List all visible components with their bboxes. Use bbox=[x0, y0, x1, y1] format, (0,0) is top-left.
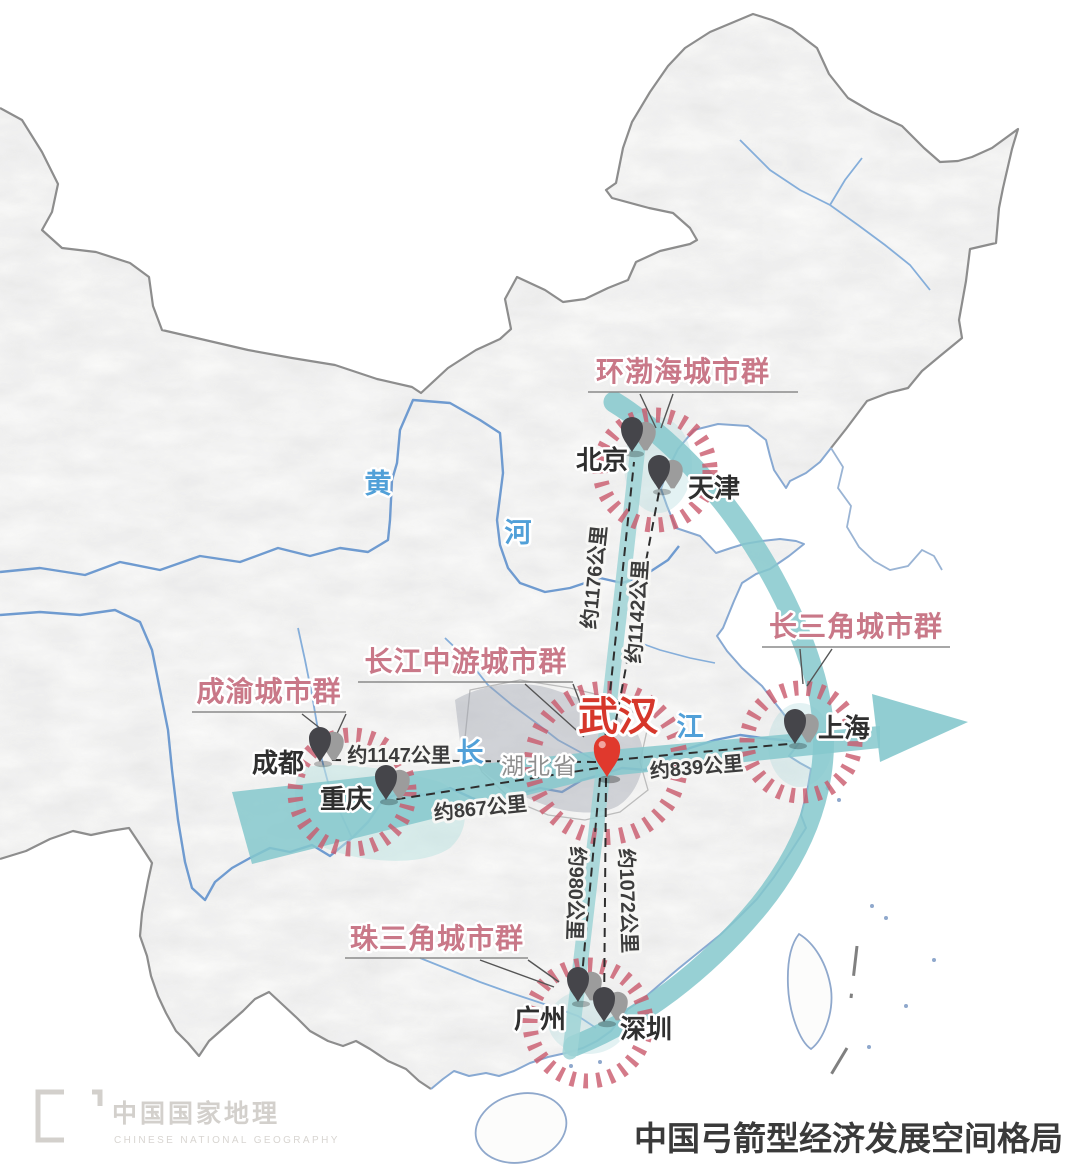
logo-text-cn: 中国国家地理 bbox=[112, 1099, 280, 1128]
pin-wuhan bbox=[593, 735, 621, 784]
city-label-beijing: 北京 bbox=[576, 445, 628, 475]
line-wuhan-beijing bbox=[603, 461, 635, 751]
cluster-yangtze-delta: 长三角城市群 bbox=[762, 608, 950, 687]
river-label-huang: 黄 bbox=[365, 469, 392, 499]
hainan-island bbox=[474, 1092, 568, 1164]
distance-label-guangzhou: 约980公里 bbox=[562, 846, 589, 940]
city-label-chongqing: 重庆 bbox=[320, 784, 372, 814]
cluster-label-chengyu: 成渝城市群 bbox=[196, 675, 341, 708]
city-label-tianjin: 天津 bbox=[688, 473, 740, 503]
pin-shenzhen bbox=[593, 987, 628, 1028]
islet-dots bbox=[569, 785, 936, 1068]
bow-arc bbox=[563, 391, 835, 1057]
han-river bbox=[444, 637, 599, 763]
line-wuhan-shenzhen bbox=[603, 777, 607, 1017]
huai-river bbox=[631, 639, 716, 664]
arrow-shaft bbox=[232, 726, 880, 864]
bowstring-south bbox=[562, 764, 611, 1060]
arrow-head bbox=[872, 694, 968, 762]
city-label-chengdu: 成都 bbox=[252, 748, 304, 778]
yellow-river bbox=[0, 398, 680, 594]
taiwan-island bbox=[786, 932, 833, 1051]
distance-lines bbox=[331, 461, 789, 1017]
label-pointer bbox=[524, 683, 592, 738]
city-labels: 北京 天津 上海 成都 重庆 广州 深圳 武汉 湖北省 bbox=[249, 443, 872, 1047]
cluster-label-mid-yangtze: 长江中游城市群 bbox=[364, 645, 567, 678]
province-label-hubei: 湖北省 bbox=[501, 753, 579, 779]
label-pointer bbox=[639, 393, 674, 429]
logo-mark-icon bbox=[35, 1089, 103, 1143]
national-border bbox=[0, 12, 1020, 1090]
pin-tianjin bbox=[648, 455, 683, 496]
logo-text-en: CHINESE NATIONAL GEOGRAPHY bbox=[114, 1135, 340, 1146]
line-wuhan-chongqing bbox=[391, 767, 599, 801]
burst-ring-wuhan bbox=[524, 681, 688, 845]
pin-beijing bbox=[621, 417, 656, 458]
cluster-label-bohai: 环渤海城市群 bbox=[596, 355, 770, 388]
river-label-jiang: 江 bbox=[677, 712, 704, 742]
pin-chengdu bbox=[309, 727, 344, 768]
cluster-pearl-delta: 珠三角城市群 bbox=[345, 920, 560, 988]
label-pointer bbox=[799, 648, 833, 687]
city-label-shenzhen: 深圳 bbox=[620, 1014, 672, 1044]
city-label-wuhan: 武汉 bbox=[578, 695, 659, 739]
river-label-he: 河 bbox=[505, 518, 532, 548]
pin-chongqing bbox=[375, 765, 410, 806]
burst-ring-yangtze-delta bbox=[739, 680, 863, 804]
river-labels: 黄 河 长 江 bbox=[362, 467, 706, 771]
city-label-guangzhou: 广州 bbox=[514, 1004, 566, 1034]
river-label-chang: 长 bbox=[457, 738, 485, 768]
burst-ring-pearl-delta bbox=[522, 957, 654, 1089]
burst-rings bbox=[287, 407, 863, 1089]
cluster-chengyu: 成渝城市群 bbox=[192, 673, 347, 739]
burst-ring-chengyu bbox=[287, 727, 417, 857]
distance-label-shenzhen: 约1072公里 bbox=[614, 848, 642, 953]
cluster-label-pearl-delta: 珠三角城市群 bbox=[350, 922, 524, 955]
burst-ring-bohai bbox=[592, 407, 718, 533]
distance-label-chengdu: 约1147公里 bbox=[347, 743, 450, 767]
pin-shanghai bbox=[784, 709, 819, 750]
cluster-label-yangtze-delta: 长三角城市群 bbox=[769, 610, 943, 643]
korea-coastline bbox=[830, 447, 943, 571]
line-wuhan-guangzhou bbox=[579, 777, 601, 999]
songhua-river bbox=[739, 139, 931, 291]
city-label-shanghai: 上海 bbox=[818, 713, 870, 743]
cng-logo: 中国国家地理 CHINESE NATIONAL GEOGRAPHY bbox=[35, 1089, 340, 1146]
maritime-dash-line bbox=[824, 945, 859, 1084]
label-pointer bbox=[479, 959, 560, 988]
map-title: 中国弓箭型经济发展空间格局 bbox=[634, 1120, 1063, 1157]
city-pins bbox=[309, 417, 819, 1028]
cluster-bohai: 环渤海城市群 bbox=[588, 353, 798, 429]
cluster-mid-yangtze: 长江中游城市群 bbox=[358, 643, 592, 738]
